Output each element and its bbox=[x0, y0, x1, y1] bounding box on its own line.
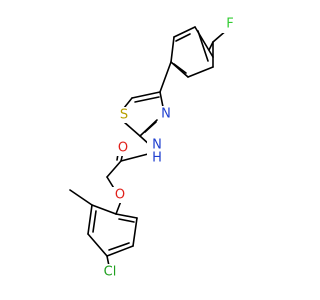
bond bbox=[91, 204, 117, 215]
fluorine-atom-label: F bbox=[226, 17, 233, 32]
amide-hydrogen-atom-label: H bbox=[152, 151, 162, 166]
bond bbox=[120, 153, 149, 162]
bond bbox=[69, 189, 93, 206]
bond bbox=[173, 63, 187, 74]
bond bbox=[159, 61, 172, 93]
bond bbox=[106, 245, 134, 257]
bond bbox=[123, 97, 133, 109]
bond bbox=[170, 36, 175, 63]
bond bbox=[92, 210, 97, 233]
bond bbox=[144, 121, 157, 133]
bond bbox=[134, 96, 160, 103]
thiazole-nitrogen-atom-label: N bbox=[161, 107, 171, 122]
carbonyl-oxygen-atom-label: O bbox=[118, 141, 128, 156]
molecule-drawing: F S N N H O O Cl bbox=[69, 15, 239, 280]
amide-nitrogen-atom-label: N bbox=[152, 138, 162, 153]
bond bbox=[115, 200, 122, 215]
bond bbox=[131, 91, 161, 99]
bond bbox=[197, 30, 209, 62]
ether-oxygen-atom-label: O bbox=[115, 188, 125, 203]
bond bbox=[123, 121, 141, 137]
structure-canvas: F S N N H O O Cl bbox=[69, 15, 239, 280]
bond bbox=[87, 204, 93, 235]
bond bbox=[159, 91, 164, 108]
bond bbox=[118, 218, 135, 223]
bond bbox=[175, 33, 191, 42]
sulfur-atom-label: S bbox=[120, 108, 128, 123]
atom-label-layer: F S N N H O O Cl bbox=[99, 15, 239, 280]
bond bbox=[115, 213, 138, 219]
bond bbox=[187, 66, 214, 78]
bond bbox=[87, 233, 108, 257]
bond bbox=[132, 217, 138, 247]
chlorine-atom-label: Cl bbox=[104, 265, 117, 280]
bond bbox=[173, 26, 196, 38]
bond bbox=[108, 242, 130, 251]
bond bbox=[106, 160, 122, 178]
